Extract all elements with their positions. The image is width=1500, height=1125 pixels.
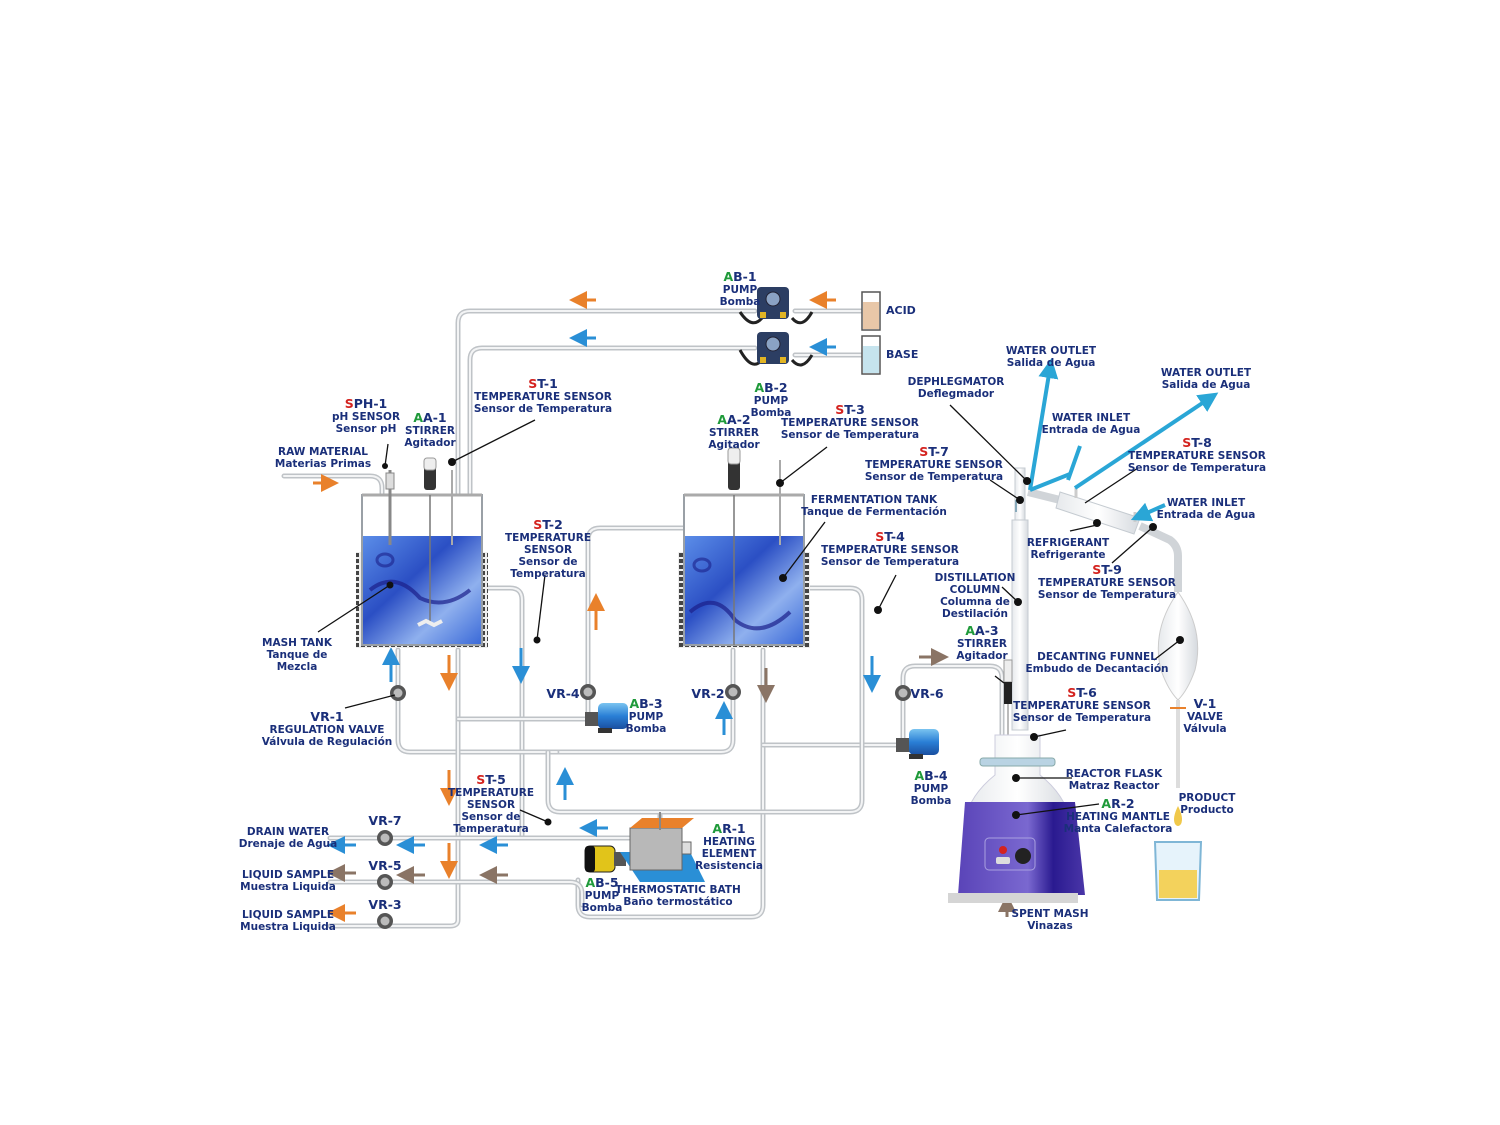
label-fermentation-tank: FERMENTATION TANK Tanque de Fermentación: [801, 494, 947, 518]
pump-ab4: [896, 729, 939, 759]
label-water-inlet-2: WATER INLET Entrada de Agua: [1156, 497, 1256, 521]
label-st7: ST-7 TEMPERATURE SENSOR Sensor de Temper…: [864, 444, 1004, 484]
label-product: PRODUCT Producto: [1178, 792, 1236, 816]
fermentation-tank: [678, 447, 810, 648]
label-vr6: VR-6: [910, 686, 944, 701]
base-container: [861, 335, 881, 375]
label-ar1: AR-1 HEATING ELEMENT Resistencia: [695, 821, 763, 873]
label-aa1: AA-1 STIRRER Agitador: [404, 410, 456, 450]
pump-ab5: [584, 845, 626, 873]
peristaltic-pump-ab2: [738, 332, 814, 367]
label-distillation-column: DISTILLATION COLUMN Columna de Destilaci…: [934, 572, 1016, 620]
product-beaker: [1153, 841, 1203, 901]
label-drain-water: DRAIN WATER Drenaje de Agua: [238, 826, 338, 850]
label-vr7: VR-7: [368, 813, 402, 828]
valve-vr4: [580, 684, 596, 700]
label-liquid-sample-1: LIQUID SAMPLE Muestra Liquida: [240, 869, 336, 893]
acid-container: [861, 291, 881, 331]
pump-ab3: [585, 703, 628, 733]
product-drop: [1174, 806, 1182, 826]
decanting-funnel: [1157, 591, 1199, 788]
valve-vr3: [377, 913, 393, 929]
label-vr2: VR-2: [691, 686, 725, 701]
label-st6: ST-6 TEMPERATURE SENSOR Sensor de Temper…: [1012, 685, 1152, 725]
label-base: BASE: [886, 348, 919, 361]
label-dephlegmator: DEPHLEGMATOR Deflegmador: [907, 376, 1005, 400]
label-water-inlet-1: WATER INLET Entrada de Agua: [1041, 412, 1141, 436]
valve-vr6: [895, 685, 911, 701]
thermostatic-bath: [620, 812, 705, 882]
label-raw-material: RAW MATERIAL Materias Primas: [274, 446, 372, 470]
distillation-column: [1011, 467, 1029, 731]
label-vr3: VR-3: [368, 897, 402, 912]
label-spent-mash: SPENT MASH Vinazas: [1011, 908, 1089, 932]
label-st3: ST-3 TEMPERATURE SENSOR Sensor de Temper…: [780, 402, 920, 442]
label-vr5: VR-5: [368, 858, 402, 873]
label-ab1: AB-1 PUMP Bomba: [719, 269, 761, 309]
label-acid: ACID: [886, 304, 916, 317]
valve-vr7: [377, 830, 393, 846]
peristaltic-pump-ab1: [738, 287, 814, 325]
label-ab4: AB-4 PUMP Bomba: [910, 768, 952, 808]
label-ab2: AB-2 PUMP Bomba: [750, 380, 792, 420]
label-v1: V-1 VALVE Válvula: [1183, 696, 1227, 736]
label-decanting-funnel: DECANTING FUNNEL Embudo de Decantación: [1025, 651, 1169, 675]
heating-mantle: [948, 802, 1085, 903]
label-ab5: AB-5 PUMP Bomba: [581, 875, 623, 915]
label-st9: ST-9 TEMPERATURE SENSOR Sensor de Temper…: [1037, 562, 1177, 602]
label-aa2: AA-2 STIRRER Agitador: [708, 412, 760, 452]
label-st2: ST-2 TEMPERATURE SENSOR Sensor de Temper…: [505, 517, 591, 581]
valve-vr2: [725, 684, 741, 700]
label-sph1: SPH-1 pH SENSOR Sensor pH: [331, 396, 401, 436]
water-lines: [1028, 358, 1219, 522]
label-vr4: VR-4: [546, 686, 580, 701]
label-refrigerant: REFRIGERANT Refrigerante: [1026, 537, 1110, 561]
label-st4: ST-4 TEMPERATURE SENSOR Sensor de Temper…: [820, 529, 960, 569]
label-thermostatic-bath: THERMOSTATIC BATH Baño termostático: [615, 884, 741, 908]
refrigerant-condenser: [1027, 488, 1182, 592]
leader-lines: [317, 404, 1184, 826]
label-vr1: VR-1 REGULATION VALVE Válvula de Regulac…: [261, 709, 393, 749]
label-liquid-sample-2: LIQUID SAMPLE Muestra Liquida: [240, 909, 336, 933]
label-st8: ST-8 TEMPERATURE SENSOR Sensor de Temper…: [1127, 435, 1267, 475]
flow-arrows: [313, 291, 1016, 922]
label-ar2: AR-2 HEATING MANTLE Manta Calefactora: [1063, 796, 1173, 836]
label-ab3: AB-3 PUMP Bomba: [625, 696, 667, 736]
label-st1: ST-1 TEMPERATURE SENSOR Sensor de Temper…: [473, 376, 613, 416]
label-aa3: AA-3 STIRRER Agitador: [956, 623, 1008, 663]
label-water-outlet-2: WATER OUTLET Salida de Agua: [1160, 367, 1252, 391]
label-st5: ST-5 TEMPERATURE SENSOR Sensor de Temper…: [448, 772, 534, 836]
valves: [377, 684, 911, 929]
label-reactor-flask: REACTOR FLASK Matraz Reactor: [1065, 768, 1163, 792]
label-mash-tank: MASH TANK Tanque de Mezcla: [262, 637, 332, 673]
label-water-outlet-1: WATER OUTLET Salida de Agua: [1005, 345, 1097, 369]
valve-vr1: [390, 685, 406, 701]
valve-vr5: [377, 874, 393, 890]
